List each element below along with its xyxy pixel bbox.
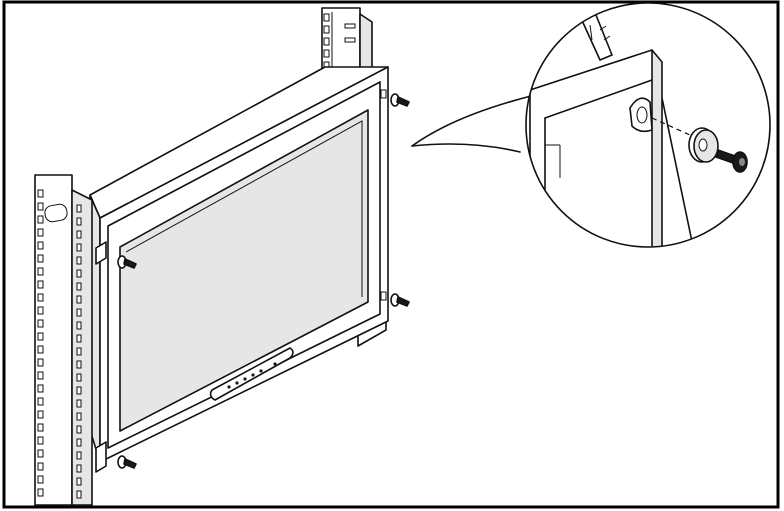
rail-hole xyxy=(76,477,82,486)
rail-hole xyxy=(37,358,44,367)
rail-hole xyxy=(37,306,44,315)
rail-hole xyxy=(76,217,82,226)
rail-hole xyxy=(37,397,44,406)
washer-icon xyxy=(688,127,719,163)
rail-hole xyxy=(37,384,44,393)
rail-hole xyxy=(76,308,82,317)
rail-hole xyxy=(76,399,82,408)
lcd-monitor xyxy=(89,66,389,473)
rail-hole xyxy=(323,13,330,22)
rail-hole xyxy=(76,282,82,291)
rail-hole xyxy=(76,412,82,421)
callout-pointer xyxy=(411,94,536,147)
front-rack-rail xyxy=(34,174,93,506)
rail-hole xyxy=(37,332,44,341)
rail-hole xyxy=(76,373,82,382)
rail-hole xyxy=(76,464,82,473)
rail-hole xyxy=(323,37,330,46)
rail-hole xyxy=(37,241,44,250)
rail-hole xyxy=(37,319,44,328)
rail-hole xyxy=(76,269,82,278)
rail-hole xyxy=(76,438,82,447)
rail-hole xyxy=(37,423,44,432)
screw xyxy=(390,93,410,107)
rail-hole xyxy=(76,347,82,356)
rail-hole xyxy=(37,254,44,263)
magnified-detail xyxy=(525,2,771,248)
rail-hole xyxy=(37,293,44,302)
screw xyxy=(117,455,137,469)
screw xyxy=(390,293,410,307)
rail-hole xyxy=(37,215,44,224)
rail-hole xyxy=(76,256,82,265)
rail-hole xyxy=(37,475,44,484)
rail-hole xyxy=(37,202,44,211)
lcd-screen xyxy=(119,109,369,432)
rail-hole xyxy=(76,230,82,239)
rail-hole xyxy=(76,243,82,252)
rail-hole xyxy=(37,371,44,380)
rail-hole xyxy=(76,321,82,330)
rail-hole xyxy=(37,280,44,289)
screw xyxy=(117,255,137,269)
rail-hole xyxy=(76,334,82,343)
screw-icon xyxy=(715,149,748,173)
rail-hole xyxy=(76,204,82,213)
control-buttons xyxy=(227,362,277,389)
rail-hole xyxy=(37,345,44,354)
rail-hole xyxy=(76,451,82,460)
rail-hole xyxy=(37,189,44,198)
rail-hole xyxy=(37,267,44,276)
rail-hole xyxy=(76,295,82,304)
rail-hole xyxy=(37,449,44,458)
rail-hole xyxy=(37,462,44,471)
rail-hole xyxy=(76,425,82,434)
rail-hole xyxy=(76,360,82,369)
rail-hole xyxy=(344,37,356,43)
rail-hole xyxy=(37,410,44,419)
rail-hole xyxy=(37,488,44,497)
rail-hole xyxy=(37,228,44,237)
rail-hole xyxy=(76,490,82,499)
rail-hole xyxy=(323,25,330,34)
rail-hole xyxy=(323,49,330,58)
rail-hole xyxy=(37,436,44,445)
rail-hole xyxy=(344,23,356,29)
rail-hole xyxy=(76,386,82,395)
